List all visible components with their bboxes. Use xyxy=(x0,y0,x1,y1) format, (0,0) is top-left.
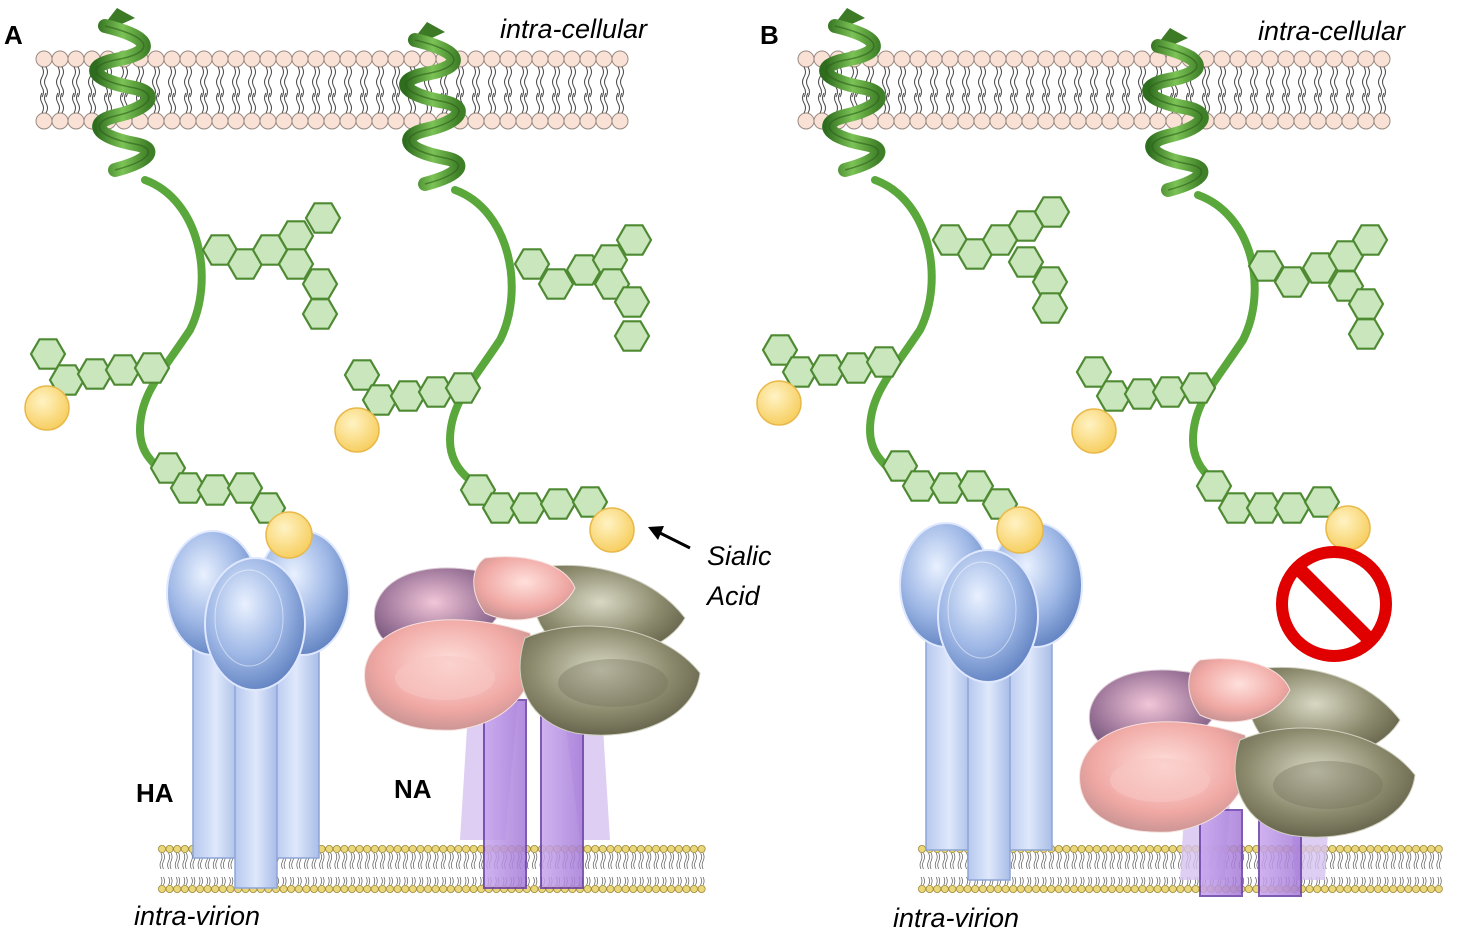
receptor-stem-left xyxy=(865,176,936,474)
sialic-acid-free xyxy=(1325,505,1371,551)
na-tetramer-head xyxy=(1079,658,1416,838)
arrow-icon xyxy=(648,526,691,550)
sialic-acid-free xyxy=(589,507,635,553)
panel-a: A intra-cellular xyxy=(4,8,772,931)
sialic-acid-bound-ha xyxy=(996,506,1044,554)
receptor-stem-left xyxy=(135,176,206,474)
glycan-chain xyxy=(29,202,653,524)
receptor-helix-left xyxy=(826,8,879,170)
sialic-acid-label-line1: Sialic xyxy=(707,541,772,571)
panel-a-intra-cellular-label: intra-cellular xyxy=(500,14,648,44)
panel-a-label: A xyxy=(4,20,23,50)
ha-label: HA xyxy=(136,778,174,808)
sialic-acid-label-line2: Acid xyxy=(705,581,761,611)
receptor-stem-right xyxy=(1188,191,1259,484)
sialic-acid-bound-ha xyxy=(265,511,313,559)
na-tetramer-head xyxy=(364,556,701,736)
panel-b-intra-virion-label: intra-virion xyxy=(893,903,1019,931)
ha-trimer xyxy=(166,530,350,889)
receptor-helix-left xyxy=(96,8,149,170)
no-entry-icon xyxy=(1276,546,1392,662)
panel-a-intra-virion-label: intra-virion xyxy=(134,901,260,931)
na-label: NA xyxy=(394,774,432,804)
panel-b-intra-cellular-label: intra-cellular xyxy=(1258,16,1406,46)
receptor-stem-right xyxy=(445,186,516,484)
panel-b-label: B xyxy=(760,20,779,50)
panel-b: B intra-cellular intra-virion xyxy=(756,8,1443,931)
sialic-acid-group xyxy=(756,380,1117,454)
host-cell-membrane xyxy=(797,50,1391,130)
sialic-acid-group xyxy=(24,385,380,453)
ha-trimer xyxy=(899,522,1083,881)
glycan-chain xyxy=(761,196,1389,524)
